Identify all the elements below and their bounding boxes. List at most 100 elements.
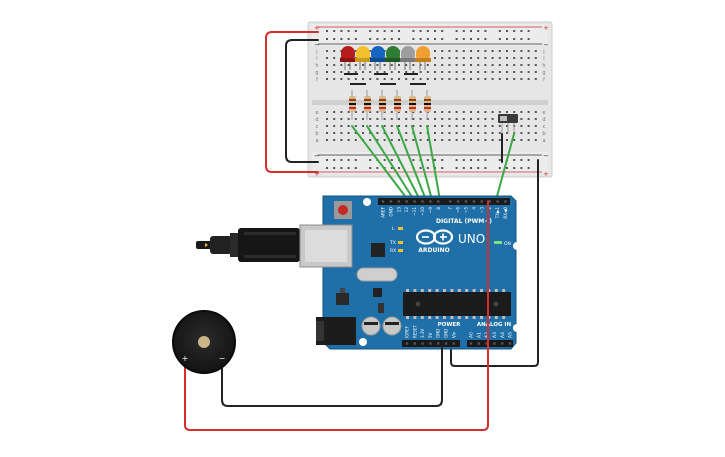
l-label: L <box>392 226 395 232</box>
analog-pin-label: A5 <box>508 332 514 338</box>
resistor-3[interactable] <box>379 90 386 120</box>
piezo-buzzer[interactable]: + − <box>172 310 236 374</box>
analog-pin-label: A4 <box>500 332 506 338</box>
led-blue[interactable] <box>370 46 386 70</box>
row-letter: d <box>315 117 318 123</box>
wire-red-rail-loop[interactable] <box>265 31 319 173</box>
row-letter: j <box>542 49 544 55</box>
mount-hole <box>363 198 371 206</box>
slide-switch[interactable] <box>498 114 518 134</box>
analog-pin-label: A3 <box>492 332 498 338</box>
digital-pin-label: 2 <box>487 207 492 210</box>
usb-cable[interactable] <box>196 228 300 262</box>
led-green[interactable] <box>385 46 401 70</box>
wire-red-buzzer[interactable] <box>184 200 489 431</box>
digital-pin-label: AREF <box>381 206 386 217</box>
row-letter: a <box>315 138 318 144</box>
rx-led <box>398 249 403 252</box>
resistor-2[interactable] <box>364 90 371 120</box>
svg-text:−: − <box>543 41 549 49</box>
crystal-oscillator <box>356 267 398 282</box>
power-pin-label: RESET <box>412 325 417 338</box>
row-letter: e <box>542 110 545 116</box>
led-row <box>340 46 431 70</box>
top-power-rail <box>312 24 548 46</box>
svg-text:−: − <box>314 152 320 160</box>
resistor-4[interactable] <box>394 90 401 120</box>
reset-button[interactable] <box>334 201 352 219</box>
buzzer-plus-label: + <box>182 354 189 363</box>
wire-black-gnd-right[interactable] <box>450 159 539 367</box>
digital-pin-label: 8 <box>436 207 441 210</box>
row-letter: b <box>542 131 545 137</box>
row-letter: j <box>315 49 317 55</box>
wire-green-2[interactable] <box>366 125 415 201</box>
wire-green-switch[interactable] <box>495 133 515 201</box>
led-white[interactable] <box>400 46 416 70</box>
power-pin-label: IOREF <box>405 325 410 338</box>
capacitor <box>361 316 381 336</box>
resistor-6[interactable] <box>424 90 431 120</box>
analog-header[interactable] <box>467 340 513 347</box>
resistor-5[interactable] <box>409 90 416 120</box>
analog-pin-label: A0 <box>469 332 475 338</box>
mount-hole <box>359 338 367 346</box>
mount-hole <box>513 324 521 332</box>
power-pin-label: 5V <box>428 332 433 338</box>
svg-text:+: + <box>543 170 549 178</box>
analog-header-label: ANALOG IN <box>477 322 512 328</box>
row-letter: h <box>315 63 318 69</box>
buzzer-minus-label: − <box>219 354 226 363</box>
wire-green-4[interactable] <box>396 125 427 201</box>
arduino-wordmark: ARDUINO <box>418 247 449 254</box>
wire-black-buzzer[interactable] <box>221 342 443 407</box>
power-pin-label: Vin <box>451 331 456 338</box>
analog-pin-label: A1 <box>476 332 482 338</box>
wire-black-rail-loop[interactable] <box>285 39 319 163</box>
digital-pin-label: ~9 <box>428 207 433 214</box>
digital-pin-label: RX◀0 <box>503 207 508 219</box>
wire-green-3[interactable] <box>381 125 421 201</box>
resistor-1[interactable] <box>349 90 356 120</box>
svg-text:+: + <box>543 24 549 32</box>
row-letter: a <box>542 138 545 144</box>
bottom-header-pins <box>405 342 512 345</box>
led-red[interactable] <box>340 46 356 70</box>
digital-pin-label: ~10 <box>420 207 425 216</box>
row-letter: c <box>316 124 319 130</box>
row-letter: e <box>315 110 318 116</box>
digital-pin-label: ~3 <box>479 207 484 214</box>
voltage-regulator <box>336 293 349 305</box>
wires-over-board <box>184 200 489 431</box>
digital-pin-label: ~5 <box>464 207 469 214</box>
svg-text:−: − <box>314 41 320 49</box>
uno-brand: UNO <box>458 232 485 246</box>
wire-green-5[interactable] <box>411 125 433 201</box>
wire-green-1[interactable] <box>351 125 409 201</box>
digital-pin-label: 7 <box>448 207 453 210</box>
row-letter: b <box>315 131 318 137</box>
digital-pin-label: 12 <box>404 207 409 213</box>
digital-pin-label: ~11 <box>412 207 417 216</box>
digital-pin-label: ~6 <box>456 207 461 214</box>
power-pin-label: GND <box>444 329 449 338</box>
atmega-microcontroller <box>403 289 511 319</box>
arduino-logo-icon <box>415 229 454 245</box>
mount-hole <box>513 242 521 250</box>
capacitor <box>382 316 402 336</box>
led-orange[interactable] <box>415 46 431 70</box>
row-letter: d <box>542 117 545 123</box>
wire-green-6[interactable] <box>426 125 441 201</box>
led-yellow[interactable] <box>355 46 371 70</box>
on-label: ON <box>504 241 511 247</box>
digital-header[interactable] <box>378 198 510 205</box>
usb-chip <box>371 243 385 257</box>
row-letter: h <box>542 63 545 69</box>
power-pin-label: GND <box>436 329 441 338</box>
tx-label: TX <box>389 240 396 246</box>
l-led <box>398 227 403 230</box>
